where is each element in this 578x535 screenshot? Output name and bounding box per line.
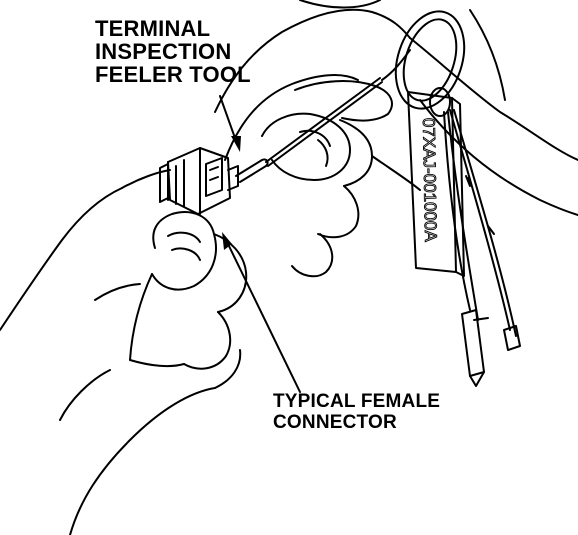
- callout-line: TERMINAL: [95, 18, 251, 40]
- right-hand: [215, 0, 578, 276]
- tag-part-number: 07XAJ-001000A: [419, 118, 440, 243]
- callout-line: FEELER TOOL: [95, 64, 251, 86]
- callout-female-connector: TYPICAL FEMALE CONNECTOR: [273, 392, 440, 434]
- female-connector: [160, 148, 238, 214]
- callout-line: INSPECTION: [95, 41, 251, 63]
- key-ring: [384, 3, 476, 118]
- left-hand: [0, 170, 246, 535]
- arrowheads: [222, 136, 241, 250]
- callout-feeler-tool: TERMINAL INSPECTION FEELER TOOL: [95, 18, 251, 87]
- callout-line: TYPICAL FEMALE: [273, 392, 440, 411]
- callout-line: CONNECTOR: [273, 413, 440, 432]
